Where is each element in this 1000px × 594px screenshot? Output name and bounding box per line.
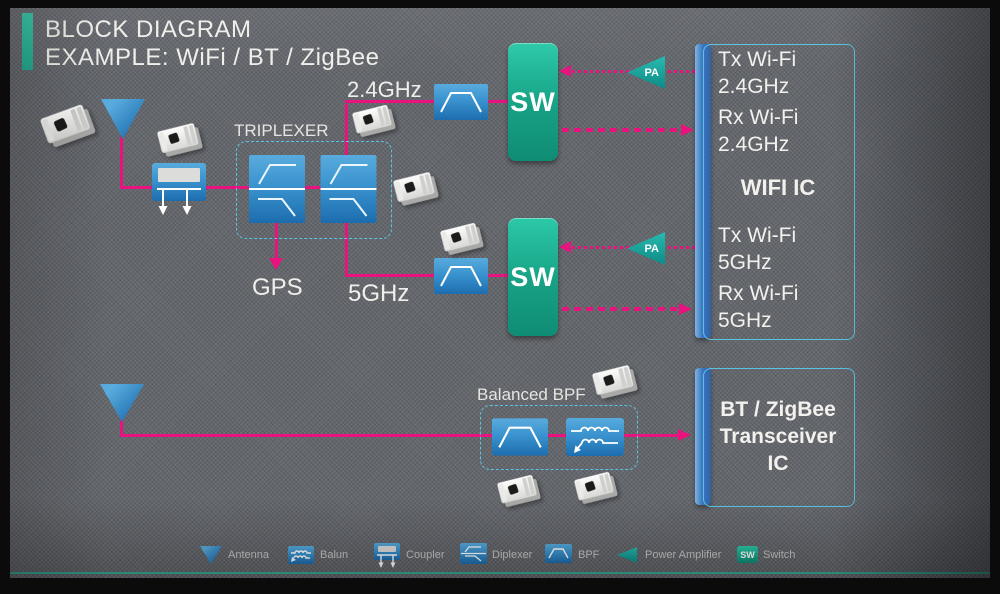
wifi-port-rx5: Rx Wi-Fi 5GHz bbox=[718, 280, 798, 334]
legend-balun-label: Balun bbox=[320, 549, 349, 561]
port-line: Tx Wi-Fi bbox=[718, 48, 797, 71]
bpf-icon bbox=[434, 258, 488, 294]
diplexer-filter-icon bbox=[249, 155, 305, 223]
legend-diplexer-label: Diplexer bbox=[492, 549, 533, 561]
bt-ic-line: BT / ZigBee bbox=[720, 398, 836, 421]
port-line: Rx Wi-Fi bbox=[718, 282, 799, 305]
port-line: Rx Wi-Fi bbox=[718, 106, 799, 129]
freq-24ghz-label: 2.4GHz bbox=[347, 77, 422, 102]
legend-antenna-label: Antenna bbox=[228, 549, 269, 561]
page-title: BLOCK DIAGRAM bbox=[45, 16, 252, 43]
legend-bpf-icon bbox=[545, 544, 572, 563]
bt-ic-text: BT / ZigBee Transceiver IC bbox=[703, 396, 853, 477]
legend-switch-icon: SW bbox=[737, 546, 758, 563]
slide-background bbox=[10, 8, 990, 578]
rf-switch-5ghz: SW bbox=[508, 218, 558, 336]
line-5ghz-horizontal bbox=[345, 274, 436, 277]
bottom-separator-line bbox=[10, 572, 990, 574]
gps-arrowhead-icon bbox=[269, 258, 283, 270]
port-line: 2.4GHz bbox=[718, 75, 790, 98]
pa-label: PA bbox=[644, 242, 659, 255]
wifi-port-tx5: Tx Wi-Fi 5GHz bbox=[718, 222, 796, 276]
balanced-bpf-group-box bbox=[480, 405, 638, 470]
line-24ghz-horizontal bbox=[345, 100, 436, 103]
port-line: Tx Wi-Fi bbox=[718, 224, 797, 247]
wifi-port-rx24: Rx Wi-Fi 2.4GHz bbox=[718, 104, 798, 158]
bt-line-arrowhead-icon bbox=[678, 429, 691, 441]
wifi-port-tx24: Tx Wi-Fi 2.4GHz bbox=[718, 46, 796, 100]
diplexer-filter-icon bbox=[320, 155, 377, 223]
tx2-arrowhead-icon bbox=[559, 241, 571, 253]
tx1-arrowhead-icon bbox=[559, 65, 571, 77]
pa-label: PA bbox=[644, 66, 659, 79]
bt-ic-line: IC bbox=[767, 452, 789, 475]
line-24ghz-vertical bbox=[345, 104, 348, 157]
port-line: 2.4GHz bbox=[718, 133, 790, 156]
bt-zigbee-ic-box bbox=[703, 368, 855, 507]
freq-5ghz-label: 5GHz bbox=[348, 280, 410, 307]
main-rf-line bbox=[120, 186, 332, 189]
line-5ghz-vertical bbox=[345, 222, 348, 277]
switch-label: SW bbox=[510, 261, 556, 292]
legend-coupler-label: Coupler bbox=[406, 549, 445, 561]
triplexer-group-box bbox=[236, 141, 392, 239]
legend-switch-label: Switch bbox=[763, 549, 796, 561]
gps-line bbox=[275, 223, 278, 261]
coupler-icon bbox=[152, 163, 206, 215]
port-line: 5GHz bbox=[718, 251, 772, 274]
antenna2-feed-line bbox=[120, 420, 123, 437]
legend-power-amplifier-label: Power Amplifier bbox=[645, 549, 722, 561]
page-subtitle: EXAMPLE: WiFi / BT / ZigBee bbox=[45, 44, 380, 71]
rx1-arrowhead-icon bbox=[681, 124, 694, 136]
bpf-icon bbox=[492, 418, 548, 456]
rf-switch-24ghz: SW bbox=[508, 43, 558, 161]
triplexer-label: TRIPLEXER bbox=[234, 121, 329, 140]
balanced-bpf-label: Balanced BPF bbox=[477, 385, 586, 404]
rx2-line-5ghz bbox=[562, 307, 680, 311]
rx2-arrowhead-icon bbox=[679, 303, 692, 315]
wifi-ic-box bbox=[703, 44, 855, 340]
wifi-ic-title: WIFI IC bbox=[740, 175, 816, 200]
legend-coupler-icon bbox=[374, 543, 400, 568]
legend-diplexer-icon bbox=[460, 543, 487, 564]
rx1-line-24ghz bbox=[562, 128, 682, 132]
bt-rf-line bbox=[120, 434, 680, 437]
line-bpf1-to-sw1 bbox=[488, 100, 510, 103]
bpf-icon bbox=[434, 84, 488, 120]
line-bpf2-to-sw2 bbox=[488, 274, 510, 277]
bt-ic-line: Transceiver bbox=[719, 425, 837, 448]
balun-icon bbox=[566, 418, 624, 456]
gps-label: GPS bbox=[252, 274, 303, 301]
antenna1-feed-line bbox=[120, 137, 123, 189]
switch-label: SW bbox=[510, 86, 556, 117]
legend-switch-badge: SW bbox=[740, 549, 755, 560]
port-line: 5GHz bbox=[718, 309, 772, 332]
legend-balun-icon bbox=[288, 546, 314, 564]
legend-bpf-label: BPF bbox=[578, 549, 600, 561]
title-accent-bar bbox=[22, 13, 33, 70]
